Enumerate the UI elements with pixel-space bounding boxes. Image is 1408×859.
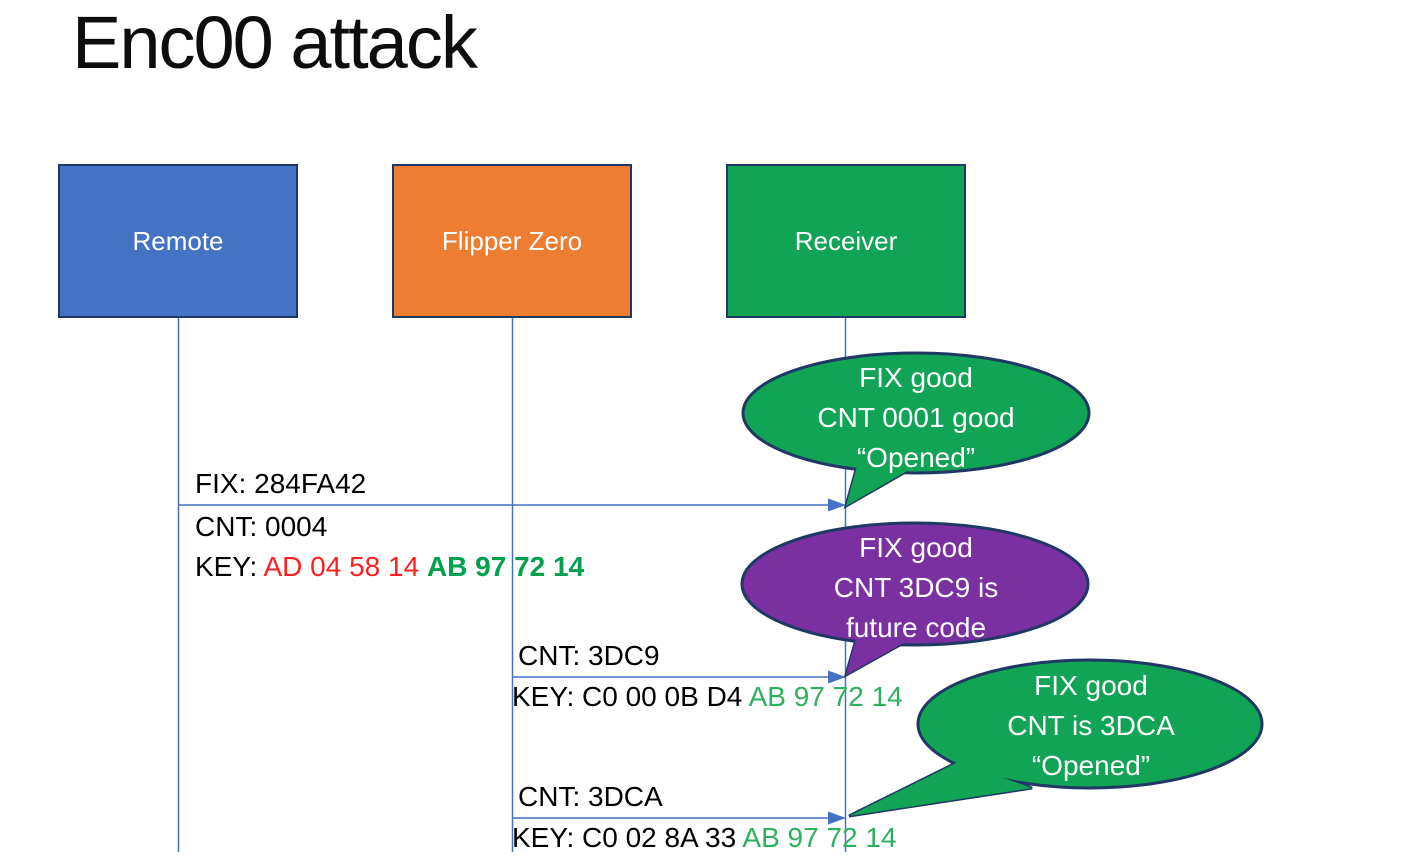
arrowhead-flipper-to-receiver-1 — [828, 670, 846, 684]
message-3-cnt: CNT: 3DCA — [518, 781, 663, 812]
bubble-3-line-1: FIX good — [1034, 670, 1148, 701]
message-1-cnt: CNT: 0004 — [195, 511, 328, 542]
actor-label-flipper-zero: Flipper Zero — [441, 225, 583, 256]
bubble-2-tail-join — [846, 629, 916, 675]
bubble-1-text: FIX good CNT 0001 good “Opened” — [743, 358, 1089, 478]
bubble-3-line-3: “Opened” — [1031, 750, 1151, 781]
bubble-2-ellipse — [740, 521, 1090, 647]
actor-box-receiver: Receiver — [726, 164, 966, 318]
message-1-key-prefix: KEY: — [195, 551, 264, 582]
message-3-key: KEY: C0 02 8A 33 AB 97 72 14 — [512, 822, 897, 854]
message-1-key: KEY: AD 04 58 14 AB 97 72 14 — [195, 551, 584, 583]
bubble-2-text: FIX good CNT 3DC9 is future code — [743, 528, 1089, 648]
bubble-1-tail-join — [846, 459, 916, 506]
bubble-3-line-2: CNT is 3DCA — [1007, 710, 1175, 741]
message-1-fix: FIX: 284FA42 — [195, 468, 367, 499]
bubble-1-line-3: “Opened” — [856, 442, 976, 473]
bubble-1-ellipse — [741, 351, 1091, 475]
slide-title: Enc00 attack — [72, 1, 478, 84]
bubble-1-line-2: CNT 0001 good — [817, 402, 1015, 433]
message-3-key-prefix: KEY: C0 02 8A 33 — [512, 822, 743, 853]
bubble-2-line-2: CNT 3DC9 is — [833, 572, 999, 603]
actor-box-flipper-zero: Flipper Zero — [392, 164, 632, 318]
bubble-2-line-3: future code — [845, 612, 987, 643]
bubble-1-line-1: FIX good — [859, 362, 973, 393]
bubble-3-tail-join — [849, 762, 1032, 816]
message-2-key-prefix: KEY: C0 00 0B D4 — [512, 681, 749, 712]
message-2-key-fixed: AB 97 72 14 — [748, 681, 903, 712]
message-2-cnt: CNT: 3DC9 — [518, 640, 660, 671]
arrowhead-remote-to-receiver — [828, 498, 846, 512]
actor-label-receiver: Receiver — [794, 225, 898, 256]
actor-box-remote: Remote — [58, 164, 298, 318]
message-1-key-fixed: AB 97 72 14 — [426, 551, 585, 582]
bubble-3-ellipse — [916, 658, 1264, 790]
message-3-key-fixed: AB 97 72 14 — [742, 822, 897, 853]
bubble-2-line-1: FIX good — [859, 532, 973, 563]
message-2-key: KEY: C0 00 0B D4 AB 97 72 14 — [512, 681, 903, 713]
actor-label-remote: Remote — [132, 225, 224, 256]
bubble-3-text: FIX good CNT is 3DCA “Opened” — [916, 666, 1266, 786]
arrowhead-flipper-to-receiver-2 — [828, 811, 846, 825]
message-1-key-rolling: AD 04 58 14 — [263, 551, 427, 582]
